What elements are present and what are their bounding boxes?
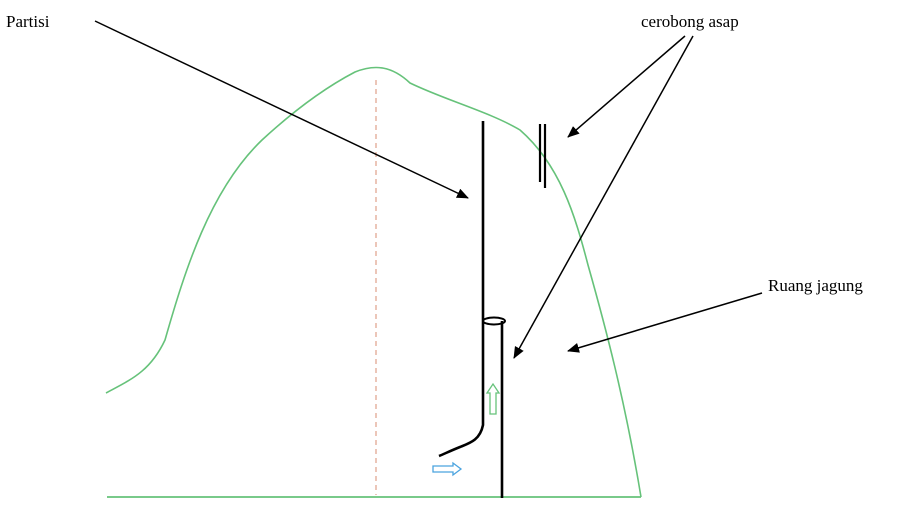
partition-label: Partisi [6,12,50,31]
dryer-outline [105,66,642,498]
partition-wall [438,121,485,458]
corn-room-pointer [567,292,763,353]
chimney-pipe-top [482,316,506,326]
arrow-right-outline-icon [432,461,463,477]
chimney-pointer-bottom [513,35,694,359]
arrow-up-outline-icon [485,382,501,415]
chimney-label: cerobong asap [641,12,739,31]
chimney-pointer-top [567,35,686,138]
partition-pointer [94,20,469,199]
corn-room-label: Ruang jagung [768,276,863,295]
